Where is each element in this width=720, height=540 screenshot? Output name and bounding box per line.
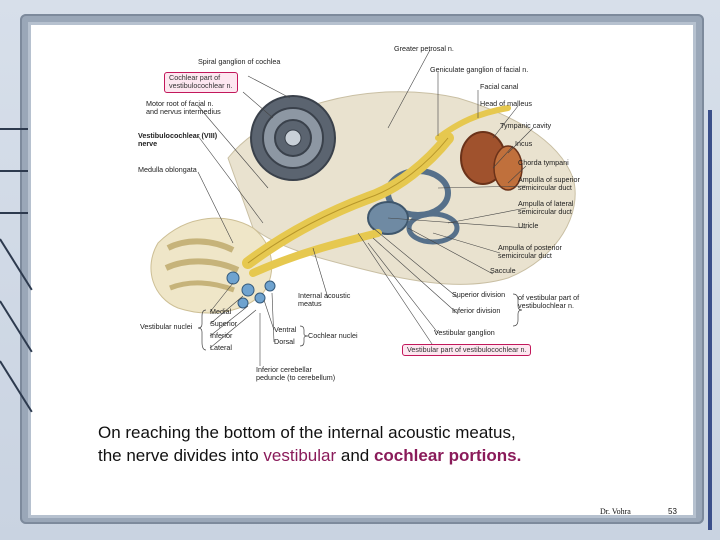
label-of-vestibular-part: of vestibular part of vestibulochlear n. [518,293,580,311]
decorative-line [0,170,28,172]
decorative-line [0,212,28,214]
label-line: Vestibulocochlear (VIII) [138,131,218,140]
label-vestibulocochlear-nerve: Vestibulocochlear (VIII) nerve [138,131,218,149]
label-superior-division: Superior division [452,290,506,299]
label-head-malleus: Head of malleus [480,99,532,108]
label-line: Motor root of facial n. [146,99,214,108]
label-line: semicircular duct [518,207,572,217]
label-tympanic-cavity: Tympanic cavity [500,121,552,130]
label-vestibular-part: Vestibular part of vestibulocochlear n. [402,344,532,357]
slide-caption: On reaching the bottom of the internal a… [98,421,688,467]
label-chorda-tympani: Chorda tympani [518,158,569,167]
label-cochlear-part: Cochlear part of vestibulocochlear n. [164,72,238,93]
label-line: meatus [298,299,322,309]
label-superior: Superior [210,319,238,328]
label-inferior-division: Inferior division [452,306,501,315]
caption-text: the nerve divides into [98,446,264,465]
label-lateral: Lateral [210,343,232,352]
label-line: semicircular duct [498,251,552,261]
label-cochlear-nuclei: Cochlear nuclei [308,331,358,340]
label-line: peduncle (to cerebellum) [256,373,336,383]
label-ventral: Ventral [274,325,297,334]
caption-line-2: the nerve divides into vestibular and co… [98,444,688,467]
label-line: vestibulocochlear n. [169,81,233,91]
label-medial: Medial [210,307,232,316]
label-inferior: Inferior [210,331,233,340]
label-facial-canal: Facial canal [480,82,519,91]
ear-nerve-illustration [150,49,576,366]
label-ampulla-posterior: Ampulla of posterior semicircular duct [498,243,562,261]
label-motor-root: Motor root of facial n. and nervus inter… [146,99,221,117]
label-line: nerve [138,139,158,149]
caption-line-1: On reaching the bottom of the internal a… [98,423,516,442]
caption-vestibular: vestibular [263,446,337,465]
label-dorsal: Dorsal [274,337,295,346]
footer-author: Dr. Vohra [600,507,631,516]
label-internal-acoustic-meatus: Internal acoustic meatus [298,291,351,309]
decorative-line [0,128,28,130]
label-incus: Incus [515,139,533,148]
decorative-bar [708,110,712,530]
label-ampulla-lateral: Ampulla of lateral semicircular duct [518,199,574,217]
label-line: Cochlear part of [169,73,221,82]
label-greater-petrosal: Greater petrosal n. [394,44,454,53]
anatomy-figure: Spiral ganglion of cochlea Cochlear part… [38,28,690,402]
label-utricle: Utricle [518,221,539,230]
label-line: vestibulochlear n. [518,301,574,311]
label-line: Ampulla of superior [518,175,580,184]
page-number: 53 [668,507,677,516]
label-inferior-cerebellar: Inferior cerebellar peduncle (to cerebel… [256,365,336,383]
label-line: Ampulla of posterior [498,243,562,252]
label-line: semicircular duct [518,183,572,193]
label-spiral-ganglion: Spiral ganglion of cochlea [198,57,281,66]
caption-and: and [336,446,374,465]
label-vestibular-ganglion: Vestibular ganglion [434,328,495,337]
label-line: and nervus intermedius [146,107,221,117]
label-line: Ampulla of lateral [518,199,574,208]
caption-cochlear: cochlear portions. [373,446,522,465]
label-line: of vestibular part of [518,293,580,302]
label-line: Inferior cerebellar [256,365,312,374]
label-line: Internal acoustic [298,291,351,300]
label-medulla: Medulla oblongata [138,165,197,174]
label-geniculate: Geniculate ganglion of facial n. [430,65,529,74]
label-ampulla-superior: Ampulla of superior semicircular duct [518,175,580,193]
label-saccule: Saccule [490,266,516,275]
label-vestibular-nuclei: Vestibular nuclei [140,322,193,331]
